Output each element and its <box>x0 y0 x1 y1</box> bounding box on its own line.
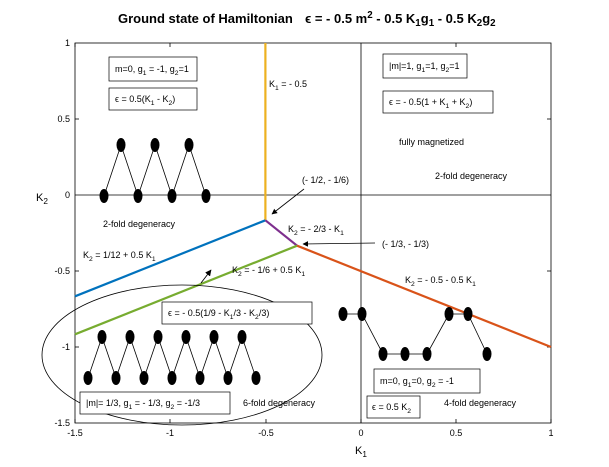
x-tick-label: 1 <box>548 428 553 438</box>
title-left: Ground state of Hamiltonian <box>118 11 293 26</box>
energy-box-b <box>382 90 494 114</box>
state-box-c <box>79 391 231 415</box>
green-line-label: K2 = - 1/6 + 0.5 K1 <box>232 265 305 278</box>
y-tick-labels: 1 0.5 0 -0.5 -1 -1.5 <box>54 38 70 428</box>
x-tick-label: -0.5 <box>258 428 274 438</box>
state-box-d <box>373 368 481 394</box>
point1-arrow <box>271 188 305 215</box>
phase-boundary-line <box>74 244 298 336</box>
chain-glyph-a <box>99 138 211 203</box>
title-equation: ϵ = - 0.5 m2 - 0.5 K1g1 - 0.5 K2g2 <box>305 10 496 29</box>
energy-box-c <box>161 301 313 325</box>
region-b-state: |m|=1, g1=1, g2=1 <box>389 61 460 74</box>
region-d-energy: ϵ = 0.5 K2 <box>372 402 411 415</box>
region-b-degeneracy: 2-fold degeneracy <box>435 171 508 181</box>
point2-label: (- 1/3, - 1/3) <box>382 239 429 249</box>
y-axis-label: K2 <box>36 192 48 206</box>
x-axis-label: K1 <box>355 445 367 459</box>
phase-boundary-line <box>264 219 298 247</box>
region-a-state: m=0, g1 = -1, g2=1 <box>115 64 189 77</box>
plot-frame <box>74 42 552 424</box>
region-c-degeneracy: 6-fold degeneracy <box>243 398 316 408</box>
phase-boundaries <box>74 43 552 349</box>
point2-arrow <box>302 241 376 247</box>
phase-boundary-line <box>74 219 266 298</box>
blue-line-label: K2 = 1/12 + 0.5 K1 <box>83 250 156 263</box>
energy-box-d <box>366 395 421 419</box>
region-b-note: fully magnetized <box>399 137 464 147</box>
region-b-energy: ϵ = - 0.5(1 + K1 + K2) <box>389 97 472 110</box>
state-box-b <box>382 53 468 79</box>
region-c-arrow <box>200 269 212 284</box>
chain-glyph-d <box>338 307 492 361</box>
region-c-state: |m|= 1/3, g1 = - 1/3, g2 = -1/3 <box>86 398 200 411</box>
y-tick-label: -0.5 <box>54 266 70 276</box>
region-d-state: m=0, g1=0, g2 = -1 <box>380 376 454 389</box>
state-box-a <box>108 56 198 82</box>
y-tick-label: 0 <box>65 190 70 200</box>
region-c-outline <box>41 284 323 426</box>
x-tick-label: -1.5 <box>67 428 83 438</box>
k1-line-label: K1 = - 0.5 <box>269 79 307 92</box>
chain-glyph-c <box>83 330 261 385</box>
point1-label: (- 1/2, - 1/6) <box>302 175 349 185</box>
x-tick-label: 0.5 <box>450 428 463 438</box>
orange-line-label: K2 = - 0.5 - 0.5 K1 <box>405 275 476 288</box>
x-ticks <box>74 43 552 423</box>
region-a-energy: ϵ = 0.5(K1 - K2) <box>115 94 175 107</box>
energy-box-a <box>108 87 198 111</box>
x-tick-labels: -1.5 -1 -0.5 0 0.5 1 <box>67 428 553 438</box>
x-tick-label: 0 <box>358 428 363 438</box>
y-tick-label: -1 <box>62 342 70 352</box>
y-tick-label: 0.5 <box>57 114 70 124</box>
y-tick-label: -1.5 <box>54 418 70 428</box>
y-tick-label: 1 <box>65 38 70 48</box>
phase-boundary-line <box>296 244 552 349</box>
region-d-degeneracy: 4-fold degeneracy <box>444 398 517 408</box>
x-tick-label: -1 <box>166 428 174 438</box>
region-a-degeneracy: 2-fold degeneracy <box>103 219 176 229</box>
region-c-energy: ϵ = - 0.5(1/9 - K1/3 - K2/3) <box>168 308 269 321</box>
purple-line-label: K2 = - 2/3 - K1 <box>288 224 344 237</box>
